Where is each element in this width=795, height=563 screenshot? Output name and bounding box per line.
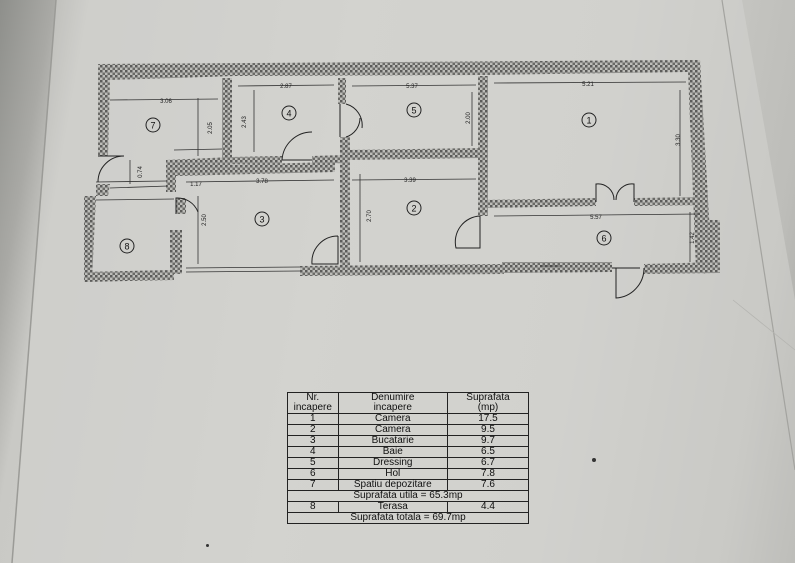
room-number-6: 6 <box>601 234 606 244</box>
ink-dot <box>206 544 209 547</box>
grand-total-row: Suprafata totala = 69.7mp <box>287 512 529 524</box>
dim-5-57: 5.57 <box>590 215 602 221</box>
row-name: Bucatarie <box>337 435 448 447</box>
row-nr: 4 <box>287 446 339 458</box>
row-name: Camera <box>337 424 448 436</box>
header-nr: Nr. incapere <box>287 392 339 414</box>
row-area: 9.5 <box>446 424 530 436</box>
dim-2-00: 2.00 <box>466 112 472 124</box>
table-row: 3 Bucatarie 9.7 <box>287 435 530 447</box>
room-number-7: 7 <box>150 121 155 131</box>
row-name: Dressing <box>337 457 448 469</box>
row-nr: 2 <box>287 424 339 436</box>
room-schedule-table: Nr. incapere Denumire incapere Suprafata… <box>287 392 530 552</box>
exterior-walls <box>84 60 720 282</box>
terrace-nr: 8 <box>287 501 339 513</box>
table-row: 2 Camera 9.5 <box>287 424 530 436</box>
terrace-name: Terasa <box>337 501 448 513</box>
row-name: Spatiu depozitare <box>337 479 448 491</box>
interior-walls <box>166 76 706 274</box>
header-denumire: Denumire incapere <box>337 392 448 414</box>
row-nr: 6 <box>287 468 339 480</box>
row-area: 17.5 <box>446 413 530 425</box>
dim-2-87: 2.87 <box>280 84 292 90</box>
dim-1-17: 1.17 <box>190 182 202 188</box>
room-label-5-circle <box>406 102 422 118</box>
table-row: 1 Camera 17.5 <box>287 413 530 425</box>
row-area: 6.7 <box>446 457 530 469</box>
room-number-3: 3 <box>259 215 264 225</box>
row-area: 6.5 <box>446 446 530 458</box>
row-nr: 1 <box>287 413 339 425</box>
room-number-1: 1 <box>586 116 591 126</box>
room-labels <box>119 102 612 254</box>
table-row: 5 Dressing 6.7 <box>287 457 530 469</box>
dim-3-39: 3.39 <box>404 178 416 184</box>
dim-5-37: 5.37 <box>406 84 418 90</box>
dim-1-42: 1.42 <box>690 232 696 244</box>
dim-2-05: 2.05 <box>208 122 214 134</box>
dim-2-70: 2.70 <box>367 210 373 222</box>
dim-0-74: 0.74 <box>138 166 144 178</box>
header-suprafata: Suprafata (mp) <box>446 392 530 414</box>
row-area: 7.6 <box>446 479 530 491</box>
room-label-6-circle <box>596 230 612 246</box>
row-name: Camera <box>337 413 448 425</box>
dim-3-78: 3.78 <box>256 179 268 185</box>
useful-total-row: Suprafata utila = 65.3mp <box>287 490 529 502</box>
grand-total: Suprafata totala = 69.7mp <box>287 512 529 524</box>
row-area: 9.7 <box>446 435 530 447</box>
doors <box>97 103 645 299</box>
room-label-3-circle <box>254 211 270 227</box>
room-number-2: 2 <box>411 204 416 214</box>
room-number-5: 5 <box>411 106 416 116</box>
dim-2-43: 2.43 <box>242 116 248 128</box>
ink-dot <box>592 458 596 462</box>
row-nr: 5 <box>287 457 339 469</box>
dim-3-06: 3.06 <box>160 99 172 105</box>
dim-2-50: 2.50 <box>202 214 208 226</box>
room-number-8: 8 <box>124 242 129 252</box>
dimension-lines <box>95 81 701 273</box>
room-label-4-circle <box>281 105 297 121</box>
terrace-row: 8 Terasa 4.4 <box>287 501 530 513</box>
terrace-area: 4.4 <box>446 501 530 513</box>
row-name: Baie <box>337 446 448 458</box>
room-label-8-circle <box>119 238 135 254</box>
dim-5-21: 5.21 <box>582 82 594 88</box>
dim-3-30: 3.30 <box>676 134 682 146</box>
row-nr: 3 <box>287 435 339 447</box>
row-name: Hol <box>337 468 448 480</box>
row-area: 7.8 <box>446 468 530 480</box>
useful-total: Suprafata utila = 65.3mp <box>287 490 529 502</box>
room-label-2-circle <box>406 200 422 216</box>
row-nr: 7 <box>287 479 339 491</box>
room-label-7-circle <box>145 117 161 133</box>
room-number-4: 4 <box>286 109 291 119</box>
table-row: 7 Spatiu depozitare 7.6 <box>287 479 530 491</box>
table-row: 6 Hol 7.8 <box>287 468 530 480</box>
room-label-1-circle <box>581 112 597 128</box>
table-header-row: Nr. incapere Denumire incapere Suprafata… <box>287 392 530 414</box>
table-row: 4 Baie 6.5 <box>287 446 530 458</box>
